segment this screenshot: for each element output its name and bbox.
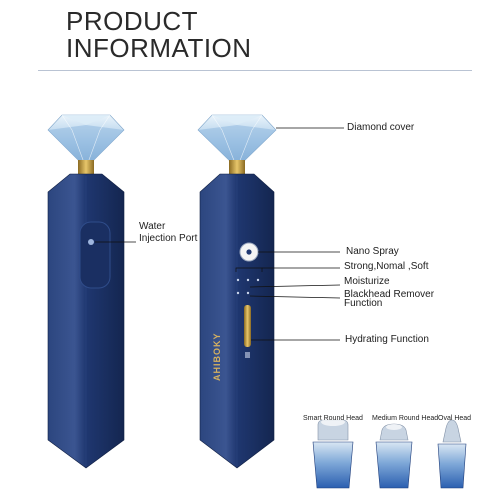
attachment-head-smart-round [312,418,354,489]
water-injection-hole [88,239,94,245]
head-label-oval: Oval Head [438,415,472,422]
diamond-cover-left [47,114,125,174]
callout-nano-spray: Nano Spray [346,246,399,257]
diamond-cover-right [197,114,277,174]
callout-strong-normal-soft: Strong,Nomal ,Soft [344,261,429,272]
callout-moisturize: Moisturize [344,276,390,287]
device-right [197,114,344,469]
hydrating-slider [244,305,251,347]
attachment-head-oval [437,419,467,489]
page-title: PRODUCT INFORMATION [66,8,252,62]
device-left [47,114,136,469]
attachment-head-medium-round [375,423,413,489]
callout-water-injection-port: Water Injection Port [139,221,197,245]
title-divider [38,70,472,71]
callout-water-line2: Injection Port [139,233,198,244]
title-line-1: PRODUCT [66,6,199,36]
brand-logo: AHIBOKY [212,332,222,381]
callout-blackhead-line2: Function [344,298,383,309]
head-label-medium-round: Medium Round Head [372,415,439,422]
callout-water-line1: Water [139,221,166,232]
callout-diamond-cover: Diamond cover [347,122,415,133]
callout-blackhead-remover: Blackhead Remover Function [344,289,435,309]
mode-indicators [235,267,341,299]
callout-blackhead-line1: Blackhead Remover [344,289,435,300]
title-line-2: INFORMATION [66,33,252,63]
water-injection-port [79,221,111,289]
callout-hydrating-function: Hydrating Function [345,334,429,345]
head-label-smart-round: Smart Round Head [303,415,363,422]
